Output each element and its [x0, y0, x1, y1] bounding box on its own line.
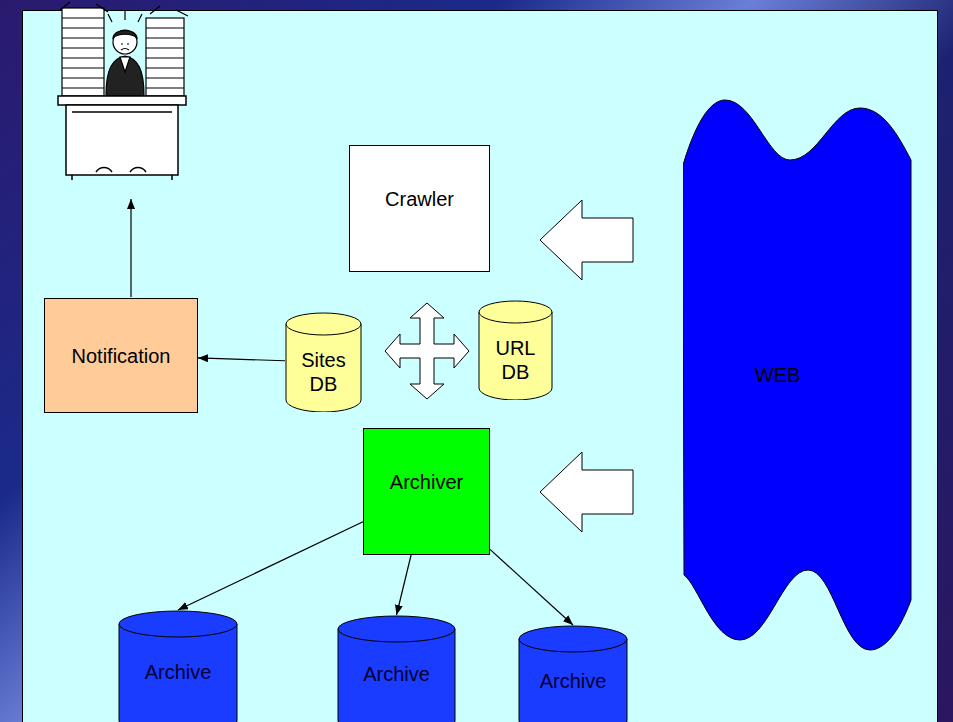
four-way-arrow [385, 303, 469, 399]
paper-stack [60, 2, 188, 96]
desk-front [66, 105, 178, 175]
desk [58, 96, 186, 180]
text-holder: Archive [345, 643, 448, 722]
database-cylinder: Sites DB [285, 312, 362, 412]
desk-top [58, 96, 186, 105]
node-label: WEB [755, 363, 801, 387]
node-label: Archiver [390, 470, 463, 494]
connector-arrow [490, 549, 573, 625]
text-holder: Sites DB [293, 336, 354, 412]
stress-lines [108, 11, 142, 22]
worker-figure [106, 11, 144, 96]
text-holder: URL DB [486, 324, 545, 400]
node-label: Archive [145, 660, 212, 684]
desk-detail [72, 112, 172, 180]
cylinder-top [338, 616, 455, 642]
node-label: Sites DB [293, 348, 354, 396]
cylinder-top [119, 611, 237, 637]
text-holder: Archive [526, 653, 620, 722]
worker-hair [113, 31, 137, 39]
connector-arrow [198, 358, 285, 361]
text-holder: Archive [126, 638, 230, 722]
process-box: Notification [44, 298, 198, 413]
archive-cylinder: Archive [118, 610, 238, 722]
cylinder-top [519, 626, 627, 652]
node-label: Archive [363, 662, 430, 686]
block-arrow [540, 452, 633, 532]
process-box: Archiver [363, 428, 490, 555]
notify-arrow [130, 199, 131, 297]
cylinder-top [286, 313, 361, 335]
cylinder-body [479, 312, 552, 400]
node-label: Notification [72, 344, 171, 368]
cylinder-body [286, 324, 361, 412]
node-label: Archive [540, 669, 607, 693]
process-box: Crawler [349, 145, 490, 272]
cylinder-body [119, 624, 237, 722]
paper-stack-left [62, 8, 104, 96]
paper-stack-right [146, 18, 184, 96]
paper-lines [62, 18, 104, 88]
archive-cylinder: Archive [337, 615, 456, 722]
worker-feet [96, 168, 146, 173]
shirt-collar [120, 57, 130, 72]
text-holder: WEB [683, 95, 912, 655]
block-arrow [540, 200, 633, 280]
web-cloud: WEB [683, 95, 912, 655]
connector-arrow [178, 522, 363, 610]
paper-sheet [60, 2, 188, 16]
wave-shape [683, 100, 911, 650]
paper-lines [146, 28, 184, 88]
suit-body [106, 56, 144, 96]
connector-arrow [397, 555, 412, 615]
cylinder-top [479, 301, 552, 323]
node-label: URL DB [486, 336, 545, 384]
cylinder-body [338, 629, 455, 722]
database-cylinder: URL DB [478, 300, 553, 400]
worker-head [113, 30, 137, 54]
node-label: Crawler [385, 187, 454, 211]
worker-face [121, 44, 129, 50]
archive-cylinder: Archive [518, 625, 628, 722]
